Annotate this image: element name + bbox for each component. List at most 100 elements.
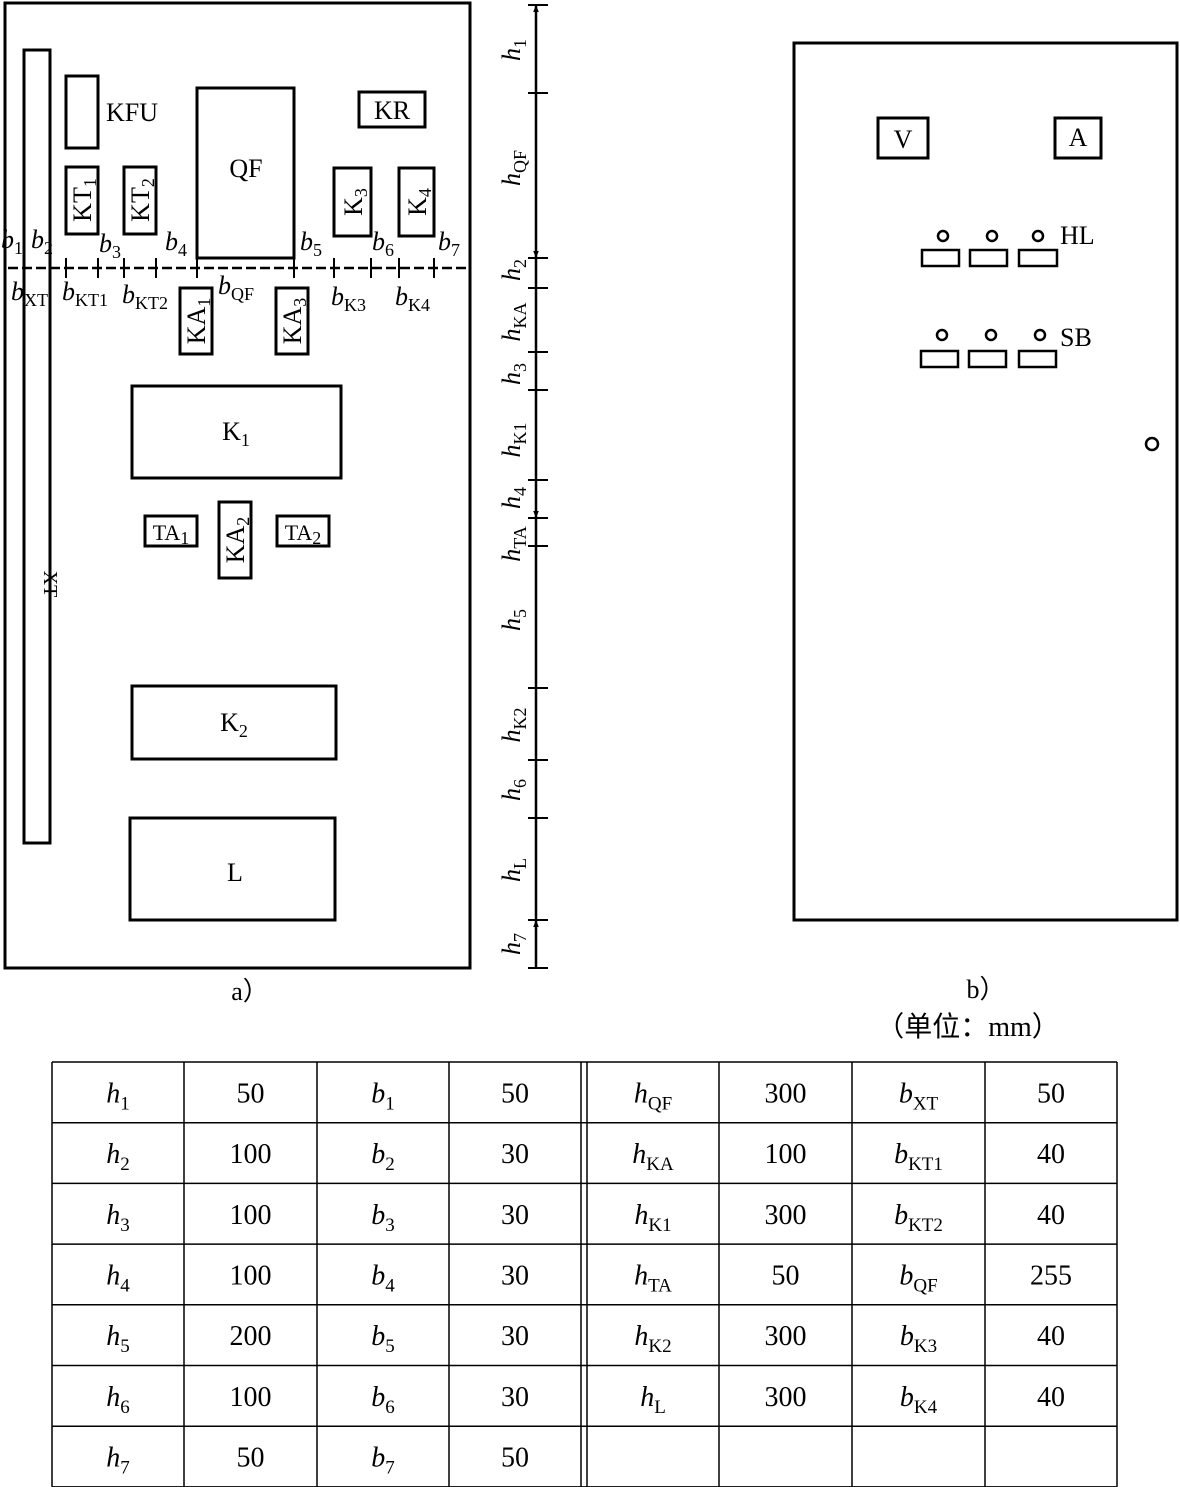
bqf-label: bQF <box>218 271 254 304</box>
lamp-plate-3 <box>1017 248 1059 268</box>
table-param-cell: bXT <box>899 1078 939 1114</box>
h1-label: h1 <box>497 39 530 61</box>
indicator-lamps <box>920 229 1059 268</box>
hka-label: hKA <box>497 303 530 342</box>
table-param-cell: h1 <box>106 1078 130 1114</box>
kt1-box <box>64 165 100 236</box>
k2-box <box>130 684 338 761</box>
l-label: L <box>227 858 243 887</box>
table-param-cell: b6 <box>371 1382 395 1418</box>
panel-a-outline <box>3 1 472 970</box>
ta2-box <box>275 514 331 548</box>
table-param-cell: hL <box>640 1382 666 1418</box>
table-value-cell: 50 <box>501 1443 529 1474</box>
table-param-cell: bKT2 <box>894 1200 943 1236</box>
ta2-label: TA2 <box>285 520 322 548</box>
table-value-cell: 40 <box>1037 1382 1065 1413</box>
h6-label: h6 <box>497 779 530 801</box>
lamp-plate-1 <box>920 248 961 268</box>
door-handle <box>1144 436 1160 452</box>
xt-label: XT <box>39 571 61 598</box>
kt1-label: KT1 <box>68 178 100 222</box>
table-value-cell: 300 <box>765 1200 807 1231</box>
table-value-cell: 50 <box>237 1078 265 1109</box>
b5-label: b5 <box>300 227 322 260</box>
table-param-cell: hTA <box>634 1260 672 1296</box>
lamp-1 <box>936 229 950 243</box>
table-value-cell: 100 <box>230 1200 272 1231</box>
button-3 <box>1033 328 1047 342</box>
table-value-cell: 50 <box>1037 1078 1065 1109</box>
b4-label: b4 <box>165 227 187 260</box>
table-param-cell: b7 <box>371 1443 395 1479</box>
table-param-cell: hK1 <box>634 1200 671 1236</box>
table-value-cell: 300 <box>765 1382 807 1413</box>
table-param-cell: hK2 <box>634 1321 671 1357</box>
sb-label: SB <box>1060 323 1092 352</box>
table-value-cell: 50 <box>772 1260 800 1291</box>
table-value-cell: 100 <box>765 1139 807 1170</box>
h4-label: h4 <box>497 487 530 509</box>
table-value-cell: 40 <box>1037 1200 1065 1231</box>
table-param-cell: h3 <box>106 1200 130 1236</box>
table-param-cell: b1 <box>371 1078 395 1114</box>
ta1-label: TA1 <box>153 520 190 548</box>
bkt2-label: bKT2 <box>122 280 168 313</box>
k2-label: K2 <box>220 708 248 741</box>
push-buttons <box>919 328 1058 369</box>
table-value-cell: 100 <box>230 1382 272 1413</box>
h7-label: h7 <box>497 933 530 955</box>
table-value-cell: 30 <box>501 1139 529 1170</box>
table-param-cell: h6 <box>106 1382 130 1418</box>
voltmeter-label: V <box>894 125 913 154</box>
ka1-label: KA1 <box>182 298 214 345</box>
ka3-box <box>274 286 310 356</box>
k1-box <box>130 384 343 480</box>
hk2-label: hK2 <box>497 708 530 743</box>
h2-label: h2 <box>497 259 530 281</box>
k3-box <box>332 166 373 238</box>
hta-label: hTA <box>497 526 530 562</box>
l-box <box>128 816 337 922</box>
bkt1-label: bKT1 <box>62 277 108 310</box>
b-dimension-labels: b1 b2 b3 b4 b5 b6 b7 bXT bKT1 bKT2 bQF b… <box>1 225 460 315</box>
table-param-cell: hKA <box>632 1139 674 1175</box>
lamp-3 <box>1031 229 1045 243</box>
bk3-label: bK3 <box>331 282 366 315</box>
h-dimension-labels: h1 hQF h2 hKA h3 hK1 h4 hTA h5 hK2 h6 hL… <box>497 39 530 955</box>
h3-label: h3 <box>497 363 530 385</box>
table-value-cell: 30 <box>501 1260 529 1291</box>
kt2-box <box>122 165 158 236</box>
panel-a <box>3 1 472 970</box>
voltmeter-box <box>876 116 930 160</box>
button-plate-1 <box>919 349 960 369</box>
ta1-box <box>143 514 199 548</box>
table-value-cell: 30 <box>501 1382 529 1413</box>
table-value-cell: 50 <box>237 1443 265 1474</box>
hl-label: HL <box>1060 221 1095 250</box>
table-param-cell: b4 <box>371 1260 395 1296</box>
qf-label: QF <box>229 154 262 183</box>
panel-b-outline <box>792 41 1179 922</box>
b3-label: b3 <box>99 229 121 262</box>
caption-b: b） <box>966 975 1005 1004</box>
dimension-table-grid <box>51 1061 1118 1487</box>
b6-label: b6 <box>372 227 394 260</box>
k1-label: K1 <box>222 417 250 450</box>
kt2-label: KT2 <box>126 178 158 222</box>
unit-note: （单位：mm） <box>876 1011 1060 1043</box>
button-1 <box>935 328 949 342</box>
b7-label: b7 <box>438 227 460 260</box>
ammeter-box <box>1053 116 1103 160</box>
ka2-box <box>217 500 253 580</box>
xt-terminal-strip <box>22 48 52 845</box>
table-param-cell: h4 <box>106 1260 130 1296</box>
table-value-cell: 30 <box>501 1321 529 1352</box>
table-param-cell: bK4 <box>900 1382 938 1418</box>
component-labels: KFU KR QF KT1 KT2 K3 K4 KA1 KA3 KA2 K1 T… <box>39 96 435 887</box>
k4-box <box>397 166 436 238</box>
h5-label: h5 <box>497 609 530 631</box>
